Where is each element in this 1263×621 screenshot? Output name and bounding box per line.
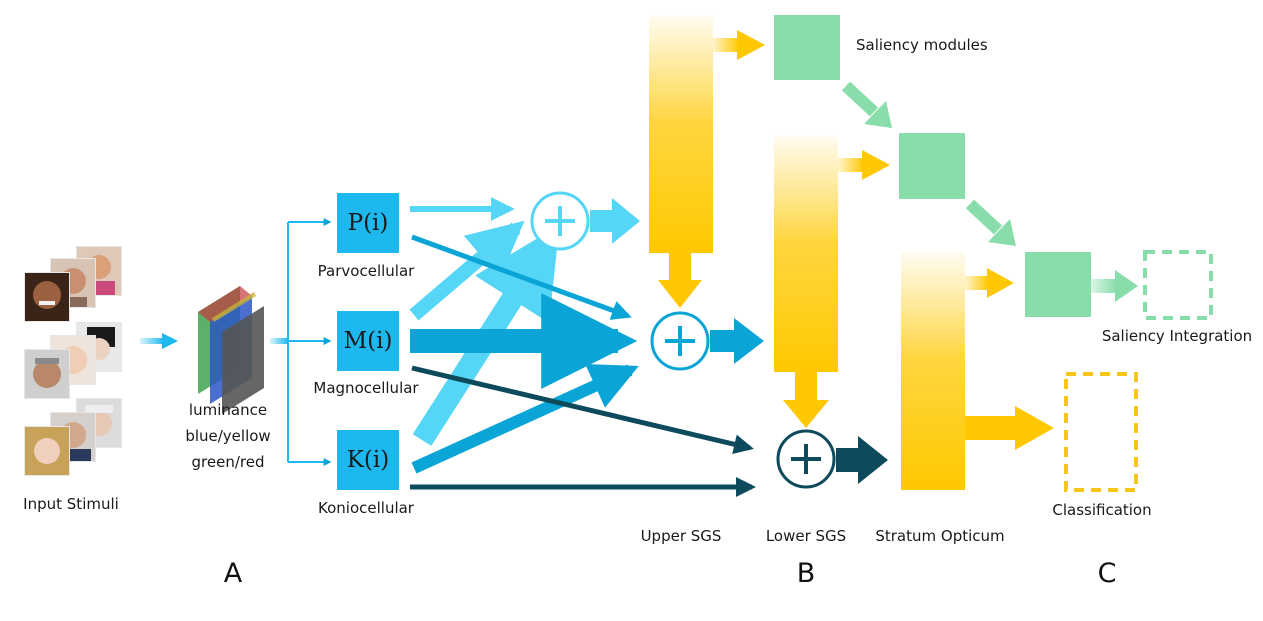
face-thumbnail (24, 426, 70, 476)
section-label-c: C (1097, 558, 1117, 589)
magnocellular-label: Magnocellular (313, 379, 419, 397)
saliency-modules-label: Saliency modules (856, 36, 988, 54)
parvocellular-label: Parvocellular (317, 262, 415, 280)
green-arrow-right (1091, 270, 1138, 302)
saliency-output-box (1143, 250, 1213, 320)
sum-node-upper (530, 191, 640, 251)
color-channel-stack (198, 286, 264, 414)
stratum-opticum-column (901, 252, 1054, 490)
upper-sgs-column (649, 15, 765, 308)
stratum-opticum-label: Stratum Opticum (875, 527, 1005, 545)
face-thumbnail (76, 322, 122, 372)
saliency-integration-label: Saliency Integration (1101, 327, 1253, 345)
sum-node-lower (776, 429, 888, 489)
classification-output-box (1064, 372, 1138, 492)
saliency-module-upper (774, 15, 840, 80)
section-label-b: B (796, 558, 816, 589)
saliency-integration-node (1025, 252, 1091, 317)
saliency-module-middle (899, 133, 965, 199)
channel-splitter (270, 218, 332, 466)
input-arrow (140, 333, 178, 349)
koniocellular-node: K(i) (337, 430, 399, 490)
green-arrow-upper (841, 81, 892, 128)
input-stimuli-label: Input Stimuli (23, 495, 119, 513)
classification-label: Classification (1052, 501, 1152, 519)
face-thumbnail (24, 272, 70, 322)
parvocellular-node: P(i) (337, 193, 399, 253)
sum-node-middle (650, 311, 764, 371)
green-arrow-middle (965, 199, 1016, 246)
section-label-a: A (223, 558, 243, 589)
face-thumbnail (24, 349, 70, 399)
channel-label-luminance: luminance (188, 401, 268, 419)
channel-label-blue-yellow: blue/yellow (185, 427, 271, 445)
upper-sgs-label: Upper SGS (640, 527, 722, 545)
lower-sgs-label: Lower SGS (765, 527, 847, 545)
m-to-lower-arrow (411, 365, 754, 455)
magnocellular-node: M(i) (337, 311, 399, 371)
k-to-middle-arrow (411, 364, 639, 474)
channel-label-green-red: green/red (191, 453, 265, 471)
channel-list: luminance blue/yellow green/red (178, 397, 278, 475)
lower-sgs-column (774, 135, 890, 428)
koniocellular-label: Koniocellular (318, 499, 414, 517)
